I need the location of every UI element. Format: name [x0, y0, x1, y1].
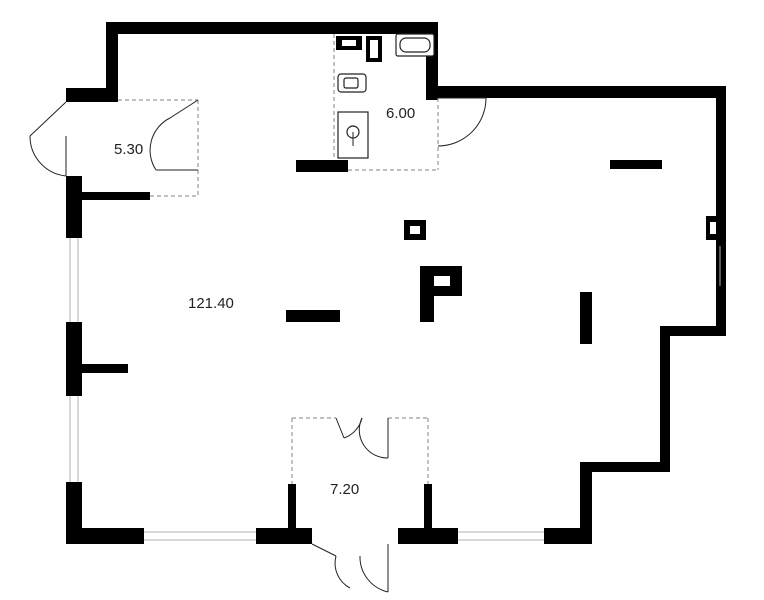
doors [29, 97, 487, 593]
area-label-main-hall: 121.40 [188, 295, 234, 312]
wall-vest-right [424, 484, 432, 534]
wall-left-pillar-1 [66, 176, 82, 238]
beam-vertical-right [580, 292, 592, 344]
wall-bottom-mid2 [398, 528, 458, 544]
door-exit-leaf-left [311, 543, 337, 557]
cabinet-icon [336, 36, 382, 62]
area-label-entry-vestibule: 5.30 [114, 141, 143, 158]
toilet-icon [337, 73, 367, 93]
area-label-bathroom: 6.00 [386, 105, 415, 122]
wall-right-lower [660, 326, 670, 470]
wall-right-step2 [588, 462, 670, 472]
wall-top-left [106, 22, 438, 34]
door-swing-icon [29, 135, 67, 177]
wall-inner-arm-top [82, 192, 150, 200]
wall-right-upper [716, 86, 726, 334]
wall-bottom-right [544, 528, 592, 544]
room-labels: 121.40 6.00 5.30 7.20 [114, 105, 415, 498]
beam-center-left [286, 310, 340, 322]
wall-right-bottom [580, 462, 592, 544]
column-p-shape [420, 266, 462, 322]
wall-bottom-mid1 [256, 528, 312, 544]
partitions [118, 34, 439, 484]
wall-bottom-left [66, 528, 144, 544]
column-right-small-hole [710, 222, 716, 234]
door-swing-icon [149, 117, 171, 171]
beam-near-bath [296, 160, 348, 172]
door-swing-icon [358, 417, 389, 459]
door-swing-icon [437, 97, 487, 147]
bathroom-fixtures [336, 33, 435, 159]
columns [286, 160, 720, 344]
wall-vest-left [288, 484, 296, 534]
door-entry-left-leaf [29, 101, 67, 137]
sink-icon [337, 111, 369, 159]
door-vest-leaf-left [335, 417, 345, 439]
wall-left-pillar-2 [66, 322, 82, 396]
wall-top-right [426, 86, 726, 98]
wall-left-stub [66, 88, 118, 102]
wall-right-step [662, 326, 726, 336]
column-square-hole [410, 226, 420, 234]
door-swing-icon [334, 555, 351, 589]
outer-walls [66, 22, 726, 544]
beam-right-top [610, 160, 662, 169]
wall-left-upper [106, 22, 118, 102]
windows [69, 238, 721, 541]
bathtub-icon [395, 33, 435, 57]
door-swing-icon [359, 555, 389, 593]
wall-inner-arm-mid [82, 364, 128, 373]
door-entry-inner-leaf [169, 99, 199, 119]
area-label-bottom-vestibule: 7.20 [330, 481, 359, 498]
